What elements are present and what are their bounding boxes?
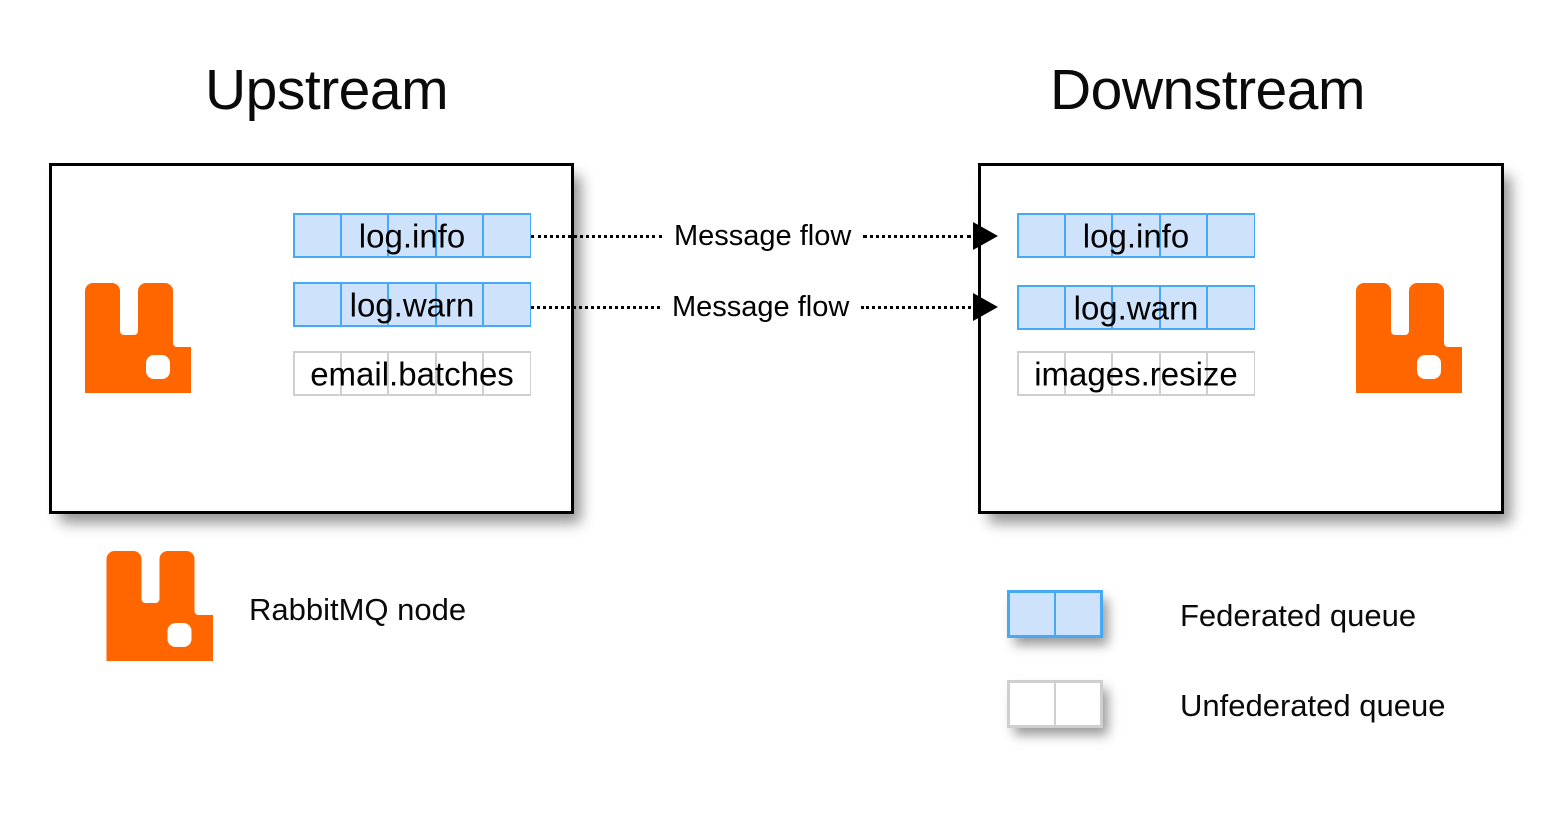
queue-images-resize-downstream[interactable]: images.resize	[1017, 351, 1255, 396]
message-flow-log-info: Message flow	[531, 216, 1018, 256]
queue-cell	[1017, 285, 1065, 330]
queue-cell	[483, 213, 531, 258]
rabbitmq-logo-icon	[1356, 283, 1462, 393]
queue-cell	[1207, 285, 1255, 330]
queue-cell	[1159, 213, 1208, 258]
queue-cell	[293, 351, 341, 396]
queue-cell	[483, 282, 531, 327]
queue-log-info-downstream[interactable]: log.info	[1017, 213, 1255, 258]
queue-cell	[340, 282, 389, 327]
flow-line-dotted	[531, 234, 662, 238]
queue-cell	[293, 282, 341, 327]
queue-cell	[1064, 351, 1113, 396]
flow-line-dotted	[861, 305, 972, 309]
arrow-right-icon	[973, 222, 999, 250]
queue-cell	[388, 282, 436, 327]
queue-cell	[1055, 680, 1103, 728]
arrow-right-icon	[973, 293, 999, 321]
queue-cell	[435, 282, 484, 327]
legend-swatch-federated-queue	[1007, 590, 1103, 638]
flow-line-dotted	[863, 234, 972, 238]
queue-cell	[483, 351, 531, 396]
legend-label-federated-queue: Federated queue	[1180, 598, 1417, 633]
queue-cell	[1112, 351, 1160, 396]
legend-label-rabbitmq-node: RabbitMQ node	[249, 592, 467, 627]
rabbitmq-logo-icon	[85, 283, 191, 393]
queue-cell	[1007, 590, 1055, 638]
queue-cell	[1055, 590, 1103, 638]
queue-log-warn-downstream[interactable]: log.warn	[1017, 285, 1255, 330]
queue-cell	[1017, 351, 1065, 396]
upstream-title: Upstream	[205, 58, 449, 122]
queue-email-batches-upstream[interactable]: email.batches	[293, 351, 531, 396]
queue-cell	[435, 351, 484, 396]
queue-cell	[1007, 680, 1055, 728]
queue-cell	[340, 351, 389, 396]
queue-cell	[388, 351, 436, 396]
queue-cell	[1112, 285, 1160, 330]
queue-cell	[435, 213, 484, 258]
flow-label: Message flow	[674, 219, 852, 252]
legend-rabbitmq-logo-icon	[106, 551, 213, 661]
flow-line-dotted	[531, 305, 660, 309]
queue-cell	[1207, 351, 1255, 396]
queue-cell	[340, 213, 389, 258]
legend-label-unfederated-queue: Unfederated queue	[1180, 688, 1446, 723]
queue-cell	[1207, 213, 1255, 258]
queue-cell	[388, 213, 436, 258]
queue-cell	[1064, 213, 1113, 258]
queue-cell	[1017, 213, 1065, 258]
queue-log-info-upstream[interactable]: log.info	[293, 213, 531, 258]
flow-label: Message flow	[672, 290, 850, 323]
queue-cell	[1159, 285, 1208, 330]
queue-log-warn-upstream[interactable]: log.warn	[293, 282, 531, 327]
legend-swatch-unfederated-queue	[1007, 680, 1103, 728]
message-flow-log-warn: Message flow	[531, 287, 1018, 327]
downstream-title: Downstream	[1050, 58, 1365, 122]
queue-cell	[1064, 285, 1113, 330]
queue-cell	[293, 213, 341, 258]
queue-cell	[1159, 351, 1208, 396]
queue-cell	[1112, 213, 1160, 258]
